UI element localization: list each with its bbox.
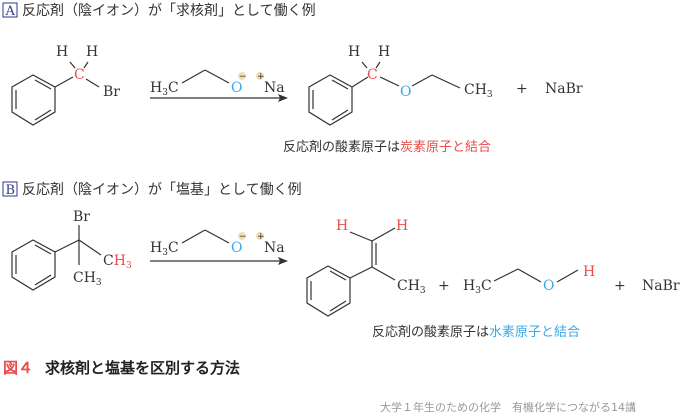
caption-b: 反応剤の酸素原子は水素原子と結合 — [372, 324, 580, 340]
badge-b: B — [6, 183, 16, 198]
benzyl-bromide: H H C Br — [11, 44, 120, 126]
sodium-bromide: NaBr — [642, 278, 680, 294]
svg-text:NaBr: NaBr — [545, 81, 583, 97]
svg-text:−: − — [239, 72, 247, 82]
reaction-arrow-a — [150, 94, 288, 102]
benzyl-ethyl-ether: H H C O CH3 + NaBr — [308, 44, 583, 126]
svg-text:−: − — [239, 232, 247, 242]
svg-text:+: + — [257, 72, 265, 82]
alpha-methylstyrene: H H CH3 — [306, 218, 426, 317]
bromo-cumene: Br CH3 CH3 — [11, 209, 132, 291]
svg-text:Na: Na — [264, 240, 285, 256]
svg-text:CH3: CH3 — [464, 82, 493, 100]
svg-text:Na: Na — [264, 80, 285, 96]
svg-text:H: H — [396, 218, 408, 234]
svg-text:H3C: H3C — [150, 240, 179, 258]
svg-text:+: + — [257, 232, 265, 242]
svg-text:H: H — [336, 218, 348, 234]
badge-a: A — [5, 4, 16, 19]
section-a-title: 反応剤（陰イオン）が「求核剤」として働く例 — [22, 3, 316, 19]
svg-text:H: H — [56, 44, 68, 60]
svg-text:CH3: CH3 — [397, 278, 426, 296]
svg-text:O: O — [543, 278, 554, 294]
badge-b-box — [2, 181, 18, 197]
svg-text:H3C: H3C — [463, 278, 492, 296]
ethanol: H3C O H — [463, 264, 595, 296]
svg-text:CH3: CH3 — [73, 270, 102, 288]
svg-text:H: H — [86, 44, 98, 60]
svg-text:Br: Br — [73, 209, 90, 225]
svg-text:C: C — [367, 67, 378, 83]
svg-text:+: + — [516, 81, 528, 97]
svg-text:H: H — [348, 44, 360, 60]
svg-text:O: O — [231, 80, 242, 96]
svg-text:Br: Br — [103, 84, 120, 100]
svg-text:H: H — [378, 44, 390, 60]
plus-sign: + — [438, 278, 450, 294]
svg-text:O: O — [231, 240, 242, 256]
sodium-ethoxide-b: H3C O − + Na — [150, 229, 285, 258]
svg-text:H3C: H3C — [150, 80, 179, 98]
reaction-arrow-b — [150, 257, 288, 265]
caption-a: 反応剤の酸素原子は炭素原子と結合 — [283, 139, 491, 155]
sodium-ethoxide-a: H3C O − + Na — [150, 69, 285, 98]
section-b-title: 反応剤（陰イオン）が「塩基」として働く例 — [22, 181, 302, 198]
footer-credit: 大学１年生のための化学 有機化学につながる14講 — [380, 400, 636, 414]
svg-text:O: O — [400, 84, 411, 100]
svg-text:CH3: CH3 — [103, 253, 132, 271]
svg-text:H: H — [583, 264, 595, 280]
badge-a-box — [2, 2, 18, 18]
svg-text:C: C — [74, 67, 85, 83]
plus-sign: + — [614, 278, 626, 294]
